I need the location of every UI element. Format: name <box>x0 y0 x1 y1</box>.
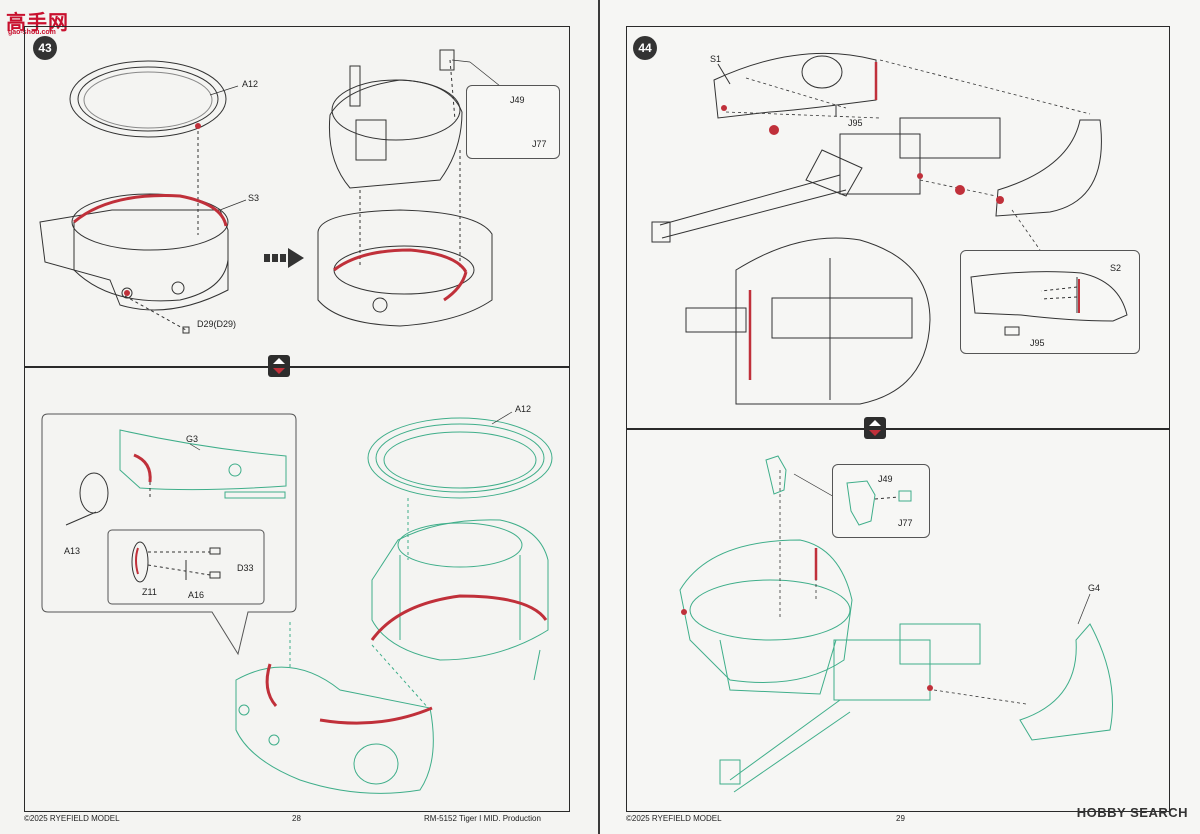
step-number-badge: 43 <box>33 36 57 60</box>
detail-inset-j49-j77 <box>832 464 930 538</box>
step-43-top-drawing <box>39 49 551 334</box>
watermark-url: gao-shou.com <box>8 29 56 36</box>
step-44-top-panel <box>626 26 1170 430</box>
step-44-top-drawing <box>651 52 1102 405</box>
footer-copyright: ©2025 RYEFIELD MODEL <box>24 814 120 823</box>
left-page: 高手网 gao-shou.com 43 <box>0 0 598 834</box>
detail-inset-s2-j95 <box>960 250 1140 354</box>
part-label-z11: Z11 <box>142 587 157 597</box>
part-label-s3: S3 <box>248 193 260 203</box>
step-43-bottom-drawing <box>41 411 553 794</box>
part-label-j77: J77 <box>898 518 913 528</box>
step-44-bottom-panel <box>626 428 1170 812</box>
footer-copyright: ©2025 RYEFIELD MODEL <box>626 814 722 823</box>
step-43-top-panel <box>24 26 570 368</box>
part-label-j49: J49 <box>510 95 525 105</box>
part-label-j95-inset: J95 <box>1030 338 1045 348</box>
part-label-a16: A16 <box>188 590 205 600</box>
footer-product: RM-5152 Tiger I MID. Production <box>424 814 541 823</box>
footer-page-number: 29 <box>896 814 905 823</box>
part-label-g3: G3 <box>186 434 199 444</box>
step-number-badge: 44 <box>633 36 657 60</box>
part-label-j49: J49 <box>878 474 893 484</box>
part-label-d29: D29(D29) <box>197 319 237 329</box>
part-label-a13: A13 <box>64 546 81 556</box>
part-label-a12: A12 <box>242 79 259 89</box>
detail-inset-j49-j77 <box>466 85 560 159</box>
step-43-bottom-panel <box>24 366 570 812</box>
footer-page-number: 28 <box>292 814 301 823</box>
part-label-j95: J95 <box>848 118 863 128</box>
part-label-s2: S2 <box>1110 263 1122 273</box>
part-label-g4: G4 <box>1088 583 1101 593</box>
part-label-a12-bottom: A12 <box>515 404 532 414</box>
step-44-bottom-drawing <box>679 455 1113 793</box>
part-label-d33: D33 <box>237 563 254 573</box>
alternative-option-icon <box>268 355 290 377</box>
part-label-j77: J77 <box>532 139 547 149</box>
right-page: 44 <box>600 0 1200 834</box>
watermark-logo: 高手网 <box>6 10 69 34</box>
alternative-option-icon <box>864 417 886 439</box>
part-label-s1: S1 <box>710 54 722 64</box>
watermark-hobby-search: HOBBY SEARCH <box>1076 805 1188 820</box>
